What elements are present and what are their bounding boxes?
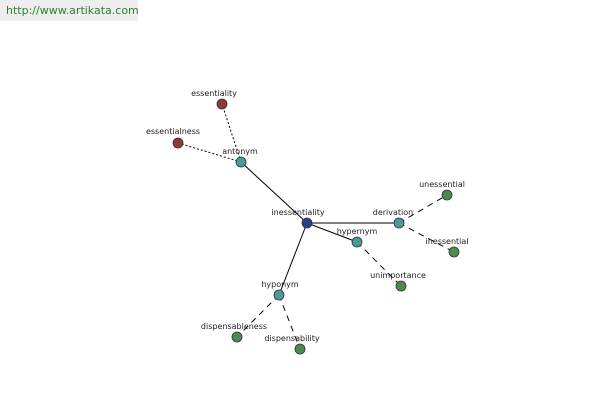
node-center-label: inessentiality — [271, 208, 324, 217]
node-hypernym-label: hypernym — [337, 227, 378, 236]
node-dispensableness-label: dispensableness — [201, 322, 267, 331]
node-hyponym[interactable]: hyponym — [261, 280, 299, 301]
node-unessential-dot[interactable] — [441, 189, 453, 201]
edge-center-hypernym — [306, 222, 358, 243]
node-antonym-dot[interactable] — [235, 156, 247, 168]
watermark-link[interactable]: http://www.artikata.com — [6, 4, 139, 17]
edge-antonym-essentialness — [177, 142, 242, 163]
node-derivation-label: derivation — [373, 208, 413, 217]
node-essentialness-dot[interactable] — [172, 137, 184, 149]
node-hyponym-label: hyponym — [261, 280, 299, 289]
edge-center-antonym — [240, 161, 308, 224]
node-center[interactable]: inessentiality — [271, 208, 325, 229]
edge-hyponym-dispensableness — [236, 294, 280, 338]
node-dispensability[interactable]: dispensability — [264, 334, 320, 355]
node-unessential-label: unessential — [419, 180, 465, 189]
node-derivation[interactable]: derivation — [373, 208, 413, 229]
node-dispensableness-dot[interactable] — [231, 331, 243, 343]
node-dispensability-label: dispensability — [264, 334, 319, 343]
node-inessential-label: inessential — [425, 237, 468, 246]
node-essentialness-label: essentialness — [146, 127, 200, 136]
node-hyponym-dot[interactable] — [273, 289, 285, 301]
node-essentiality[interactable]: essentiality — [191, 89, 237, 110]
watermark-bar: http://www.artikata.com — [0, 0, 139, 21]
edges-layer — [177, 103, 455, 350]
node-inessential[interactable]: inessential — [425, 237, 469, 258]
node-essentialness[interactable]: essentialness — [146, 127, 200, 149]
nodes-layer: inessentiality antonym essentiality essenti… — [146, 89, 469, 355]
node-antonym[interactable]: antonym — [222, 147, 258, 168]
node-derivation-dot[interactable] — [393, 217, 405, 229]
node-inessential-dot[interactable] — [448, 246, 460, 258]
node-antonym-label: antonym — [222, 147, 258, 156]
node-hypernym[interactable]: hypernym — [337, 227, 378, 248]
node-essentiality-dot[interactable] — [216, 98, 228, 110]
edge-center-hyponym — [278, 222, 308, 296]
edge-hyponym-dispensability — [278, 294, 301, 350]
edge-derivation-unessential — [398, 194, 448, 224]
node-dispensableness[interactable]: dispensableness — [201, 322, 267, 343]
node-unimportance[interactable]: unimportance — [370, 271, 426, 292]
node-dispensability-dot[interactable] — [294, 343, 306, 355]
node-unessential[interactable]: unessential — [419, 180, 465, 201]
node-hypernym-dot[interactable] — [351, 236, 363, 248]
node-unimportance-dot[interactable] — [395, 280, 407, 292]
node-center-dot[interactable] — [301, 217, 313, 229]
node-unimportance-label: unimportance — [370, 271, 426, 280]
node-essentiality-label: essentiality — [191, 89, 237, 98]
